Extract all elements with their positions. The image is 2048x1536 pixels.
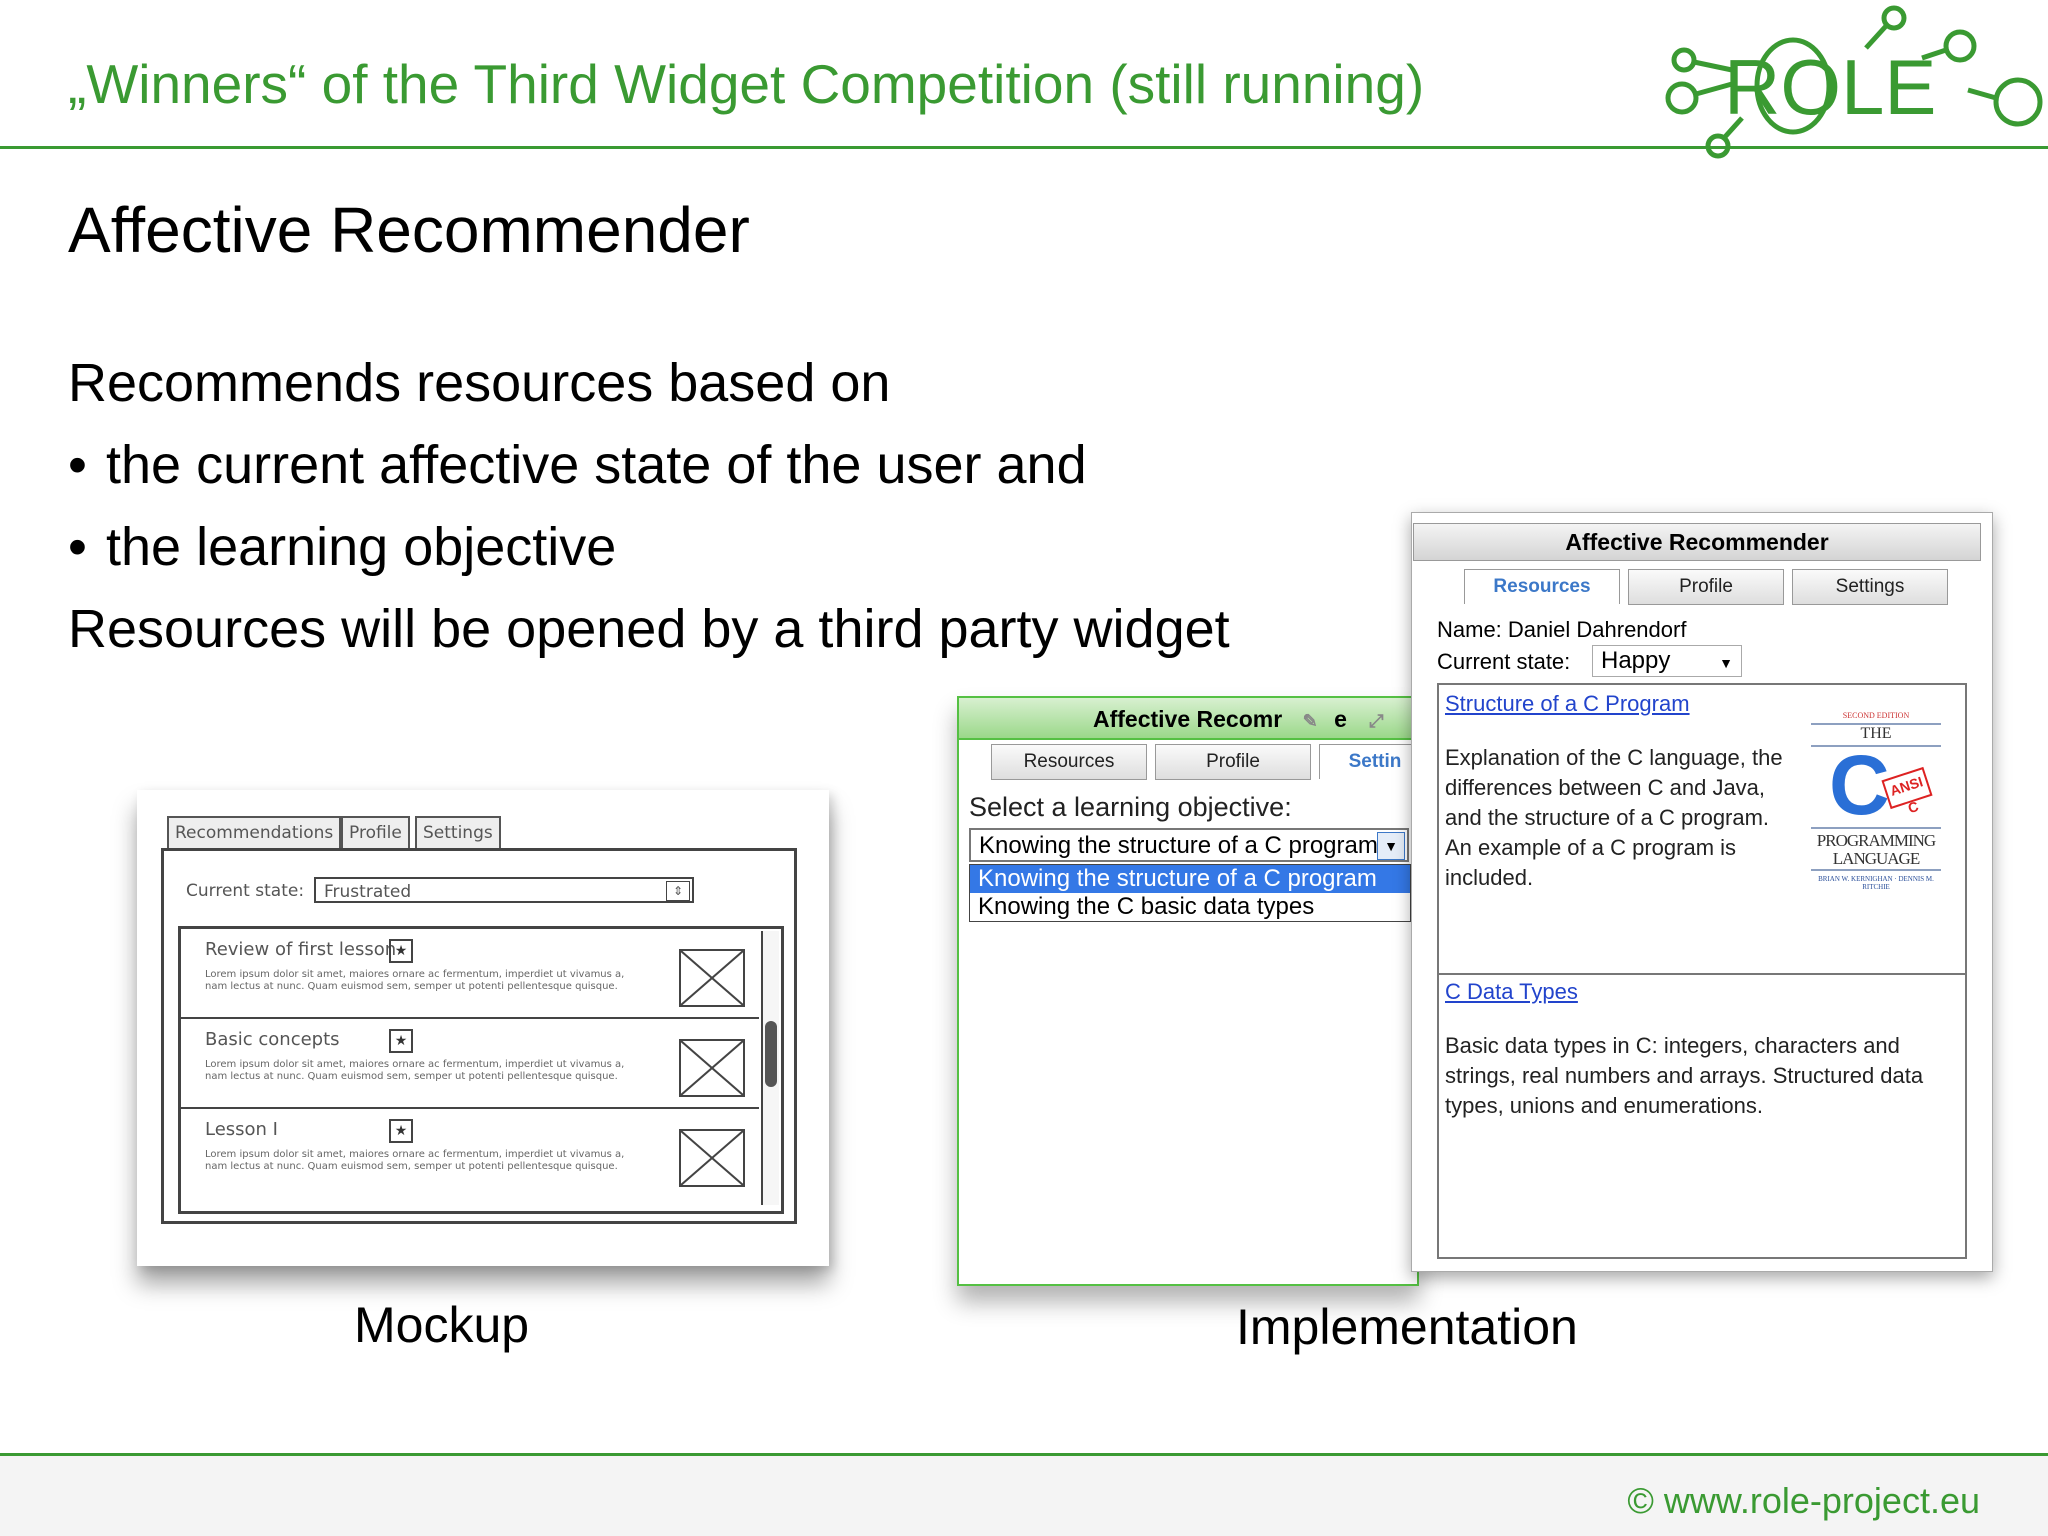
mockup-recommendation-list: Review of first lesson ★ Lorem ipsum dol… — [178, 926, 784, 1214]
bullet-text: the current affective state of the user … — [106, 435, 1087, 495]
tab-resources[interactable]: Resources — [1464, 569, 1620, 604]
book-rule — [1811, 827, 1941, 829]
widget-title-text: Affective Recomr — [1093, 706, 1283, 732]
chevron-down-icon[interactable]: ▼ — [1377, 832, 1405, 860]
mockup-screenshot: Recommendations Profile Settings Current… — [137, 790, 829, 1266]
role-logo-text: ROLE — [1724, 43, 1936, 131]
maximize-icon[interactable]: ⤢ — [1369, 711, 1384, 731]
list-item-title: Review of first lesson — [205, 939, 397, 960]
objective-select[interactable]: Knowing the structure of a C program ▼ — [969, 828, 1409, 862]
widget-title: Affective Recomr ✎ e ⤢ — [1093, 706, 1384, 733]
mockup-state-label: Current state: — [186, 881, 305, 901]
mockup-scrollbar[interactable] — [761, 931, 779, 1205]
bullet-dot: • — [68, 435, 87, 495]
implementation-settings-widget: Affective Recomr ✎ e ⤢ Resources Profile… — [957, 696, 1419, 1286]
mockup-panel: Current state: Frustrated ⇕ Review of fi… — [161, 848, 797, 1224]
list-item-text: Lorem ipsum dolor sit amet, maiores orna… — [205, 969, 625, 992]
bullet-dot: • — [68, 517, 87, 577]
book-cover-image: SECOND EDITION THE C ANSI C PROGRAMMING … — [1811, 711, 1941, 891]
book-c-letter: C — [1829, 738, 1890, 832]
widget-title: Affective Recommender — [1565, 529, 1829, 555]
tab-settings[interactable]: Settings — [1792, 569, 1948, 605]
state-label: Current state: — [1437, 649, 1571, 674]
image-placeholder-icon — [679, 949, 745, 1007]
image-placeholder-icon — [679, 1039, 745, 1097]
star-icon[interactable]: ★ — [389, 1119, 413, 1143]
spinner-icon[interactable]: ⇕ — [666, 881, 690, 901]
star-icon[interactable]: ★ — [389, 939, 413, 963]
list-separator — [181, 1107, 759, 1109]
objective-dropdown-list: Knowing the structure of a C program Kno… — [969, 864, 1411, 922]
resource-description: Basic data types in C: integers, charact… — [1445, 1033, 1924, 1118]
book-rule — [1811, 869, 1941, 871]
body-line-third-party: Resources will be opened by a third part… — [68, 599, 1230, 659]
chevron-down-icon[interactable]: ▼ — [1719, 655, 1733, 671]
footer-url[interactable]: © www.role-project.eu — [1627, 1480, 1980, 1521]
body-line-intro: Recommends resources based on — [68, 353, 891, 413]
mockup-state-value: Frustrated — [324, 882, 412, 902]
list-item-text: Lorem ipsum dolor sit amet, maiores orna… — [205, 1149, 625, 1172]
user-name: Name: Daniel Dahrendorf — [1437, 617, 1687, 642]
bullet-text: the learning objective — [106, 517, 617, 577]
tab-resources[interactable]: Resources — [991, 744, 1147, 780]
slide-title: „Winners“ of the Third Widget Competitio… — [68, 53, 1425, 115]
list-item-title: Lesson I — [205, 1119, 278, 1140]
widget-titlebar: Affective Recommender — [1413, 523, 1981, 561]
resource-description: Explanation of the C language, the diffe… — [1445, 745, 1783, 890]
book-title-line1: PROGRAMMING — [1816, 831, 1936, 850]
mockup-tab-recommendations[interactable]: Recommendations — [167, 816, 342, 850]
tab-profile[interactable]: Profile — [1628, 569, 1784, 605]
book-edition: SECOND EDITION — [1842, 711, 1910, 720]
bullet-item-learning-objective: • the learning objective — [68, 516, 616, 578]
resource-list: Structure of a C Program Explanation of … — [1437, 683, 1967, 1259]
star-icon[interactable]: ★ — [389, 1029, 413, 1053]
caption-implementation: Implementation — [1236, 1299, 1578, 1355]
mockup-tab-profile[interactable]: Profile — [341, 816, 410, 850]
book-rule — [1811, 745, 1941, 747]
bullet-item-affective-state: • the current affective state of the user… — [68, 434, 1087, 496]
book-authors: BRIAN W. KERNIGHAN · DENNIS M. RITCHIE — [1818, 875, 1934, 891]
state-select[interactable]: Happy ▼ — [1592, 645, 1742, 677]
scrollbar-thumb[interactable] — [765, 1021, 777, 1087]
header-divider — [0, 146, 2048, 149]
resource-item: C Data Types Basic data types in C: inte… — [1439, 975, 1965, 1255]
mockup-tab-settings[interactable]: Settings — [415, 816, 501, 850]
widget-title-suffix: e — [1334, 706, 1347, 732]
list-separator — [181, 1017, 759, 1019]
list-item-title: Basic concepts — [205, 1029, 340, 1050]
book-rule — [1811, 723, 1941, 725]
widget-titlebar: Affective Recomr ✎ e ⤢ — [959, 698, 1417, 740]
book-title-line2: LANGUAGE — [1832, 849, 1920, 868]
role-logo: ROLE — [1665, 5, 2043, 159]
image-placeholder-icon — [679, 1129, 745, 1187]
list-item[interactable]: Basic concepts ★ Lorem ipsum dolor sit a… — [181, 1019, 756, 1107]
book-the: THE — [1860, 725, 1892, 742]
resource-link[interactable]: C Data Types — [1445, 979, 1578, 1004]
objective-label: Select a learning objective: — [969, 792, 1292, 822]
edit-icon[interactable]: ✎ — [1302, 711, 1318, 731]
list-item[interactable]: Lesson I ★ Lorem ipsum dolor sit amet, m… — [181, 1109, 756, 1197]
resource-divider — [1439, 973, 1965, 975]
list-item-text: Lorem ipsum dolor sit amet, maiores orna… — [205, 1059, 625, 1082]
mockup-state-select[interactable]: Frustrated ⇕ — [314, 877, 694, 903]
implementation-resources-widget: Affective Recommender Resources Profile … — [1411, 512, 1993, 1272]
slide-subtitle: Affective Recommender — [68, 194, 750, 266]
tab-settings[interactable]: Settin — [1319, 744, 1417, 779]
list-item[interactable]: Review of first lesson ★ Lorem ipsum dol… — [181, 929, 756, 1017]
objective-option[interactable]: Knowing the structure of a C program — [970, 865, 1410, 893]
resource-item: Structure of a C Program Explanation of … — [1439, 685, 1965, 973]
resource-link[interactable]: Structure of a C Program — [1445, 691, 1690, 716]
objective-value: Knowing the structure of a C program — [979, 832, 1378, 859]
state-value: Happy — [1601, 647, 1671, 674]
caption-mockup: Mockup — [354, 1297, 530, 1353]
footer-divider — [0, 1453, 2048, 1456]
footer — [0, 1456, 2048, 1536]
tab-profile[interactable]: Profile — [1155, 744, 1311, 780]
objective-option[interactable]: Knowing the C basic data types — [978, 893, 1315, 920]
